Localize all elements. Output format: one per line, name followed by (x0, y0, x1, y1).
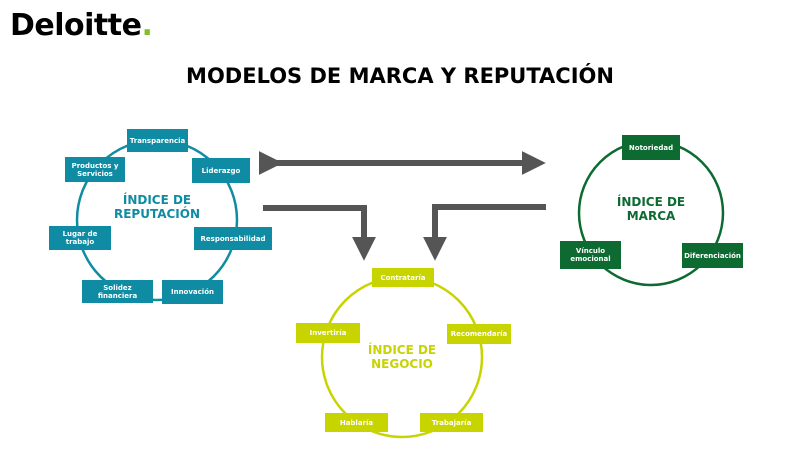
node-recomendaria: Recomendaría (447, 324, 511, 344)
node-label: Invertiría (309, 329, 347, 337)
node-label: emocional (570, 255, 611, 263)
node-label: Transparencia (129, 136, 186, 145)
node-label: Vínculo (575, 247, 606, 255)
negocio-center-label: ÍNDICE DE NEGOCIO (347, 343, 457, 371)
node-label: Servicios (77, 169, 113, 178)
node-label: Diferenciación (684, 251, 741, 260)
node-innovacion: Innovación (162, 280, 223, 304)
node-label: trabajo (65, 238, 95, 246)
node-contrataria: Contrataría (372, 268, 434, 287)
node-label: Hablaría (339, 418, 374, 427)
node-label: Contrataría (380, 273, 426, 282)
node-label: financiera (97, 291, 138, 300)
logo-text: Deloitte (10, 8, 142, 43)
node-diferenciacion: Diferenciación (682, 243, 743, 268)
negocio-label-line1: ÍNDICE DE (367, 343, 437, 357)
node-label: Recomendaría (450, 330, 508, 338)
reputacion-label-line2: REPUTACIÓN (113, 207, 201, 221)
reputacion-center-label: ÍNDICE DE REPUTACIÓN (97, 193, 217, 221)
page-title: MODELOS DE MARCA Y REPUTACIÓN (186, 64, 614, 88)
node-notoriedad: Notoriedad (622, 135, 680, 160)
node-label: Innovación (170, 288, 214, 296)
node-label: Solidez (103, 283, 132, 292)
logo-dot: . (141, 8, 153, 43)
arrow-marca-negocio (423, 204, 546, 261)
marca-label-line2: MARCA (626, 209, 676, 223)
node-liderazgo: Liderazgo (192, 158, 250, 183)
node-label: Trabajaría (431, 418, 472, 427)
node-label: Responsabilidad (200, 234, 266, 243)
node-label: Liderazgo (201, 166, 241, 175)
node-transparencia: Transparencia (127, 129, 188, 152)
node-label: Productos y (71, 161, 119, 170)
deloitte-logo: Deloitte. (10, 8, 153, 43)
node-label: Lugar de (62, 230, 98, 238)
reputacion-label-line1: ÍNDICE DE (122, 193, 192, 207)
marca-center-label: ÍNDICE DE MARCA (601, 195, 701, 223)
node-hablaria: Hablaría (325, 413, 388, 432)
arrow-reputacion-negocio (263, 205, 376, 261)
node-label: Notoriedad (628, 143, 674, 152)
negocio-label-line2: NEGOCIO (371, 357, 433, 371)
node-responsabilidad: Responsabilidad (194, 227, 272, 250)
node-trabajaria: Trabajaría (420, 413, 483, 432)
node-invertiria: Invertiría (296, 323, 360, 343)
marca-label-line1: ÍNDICE DE (616, 195, 686, 209)
